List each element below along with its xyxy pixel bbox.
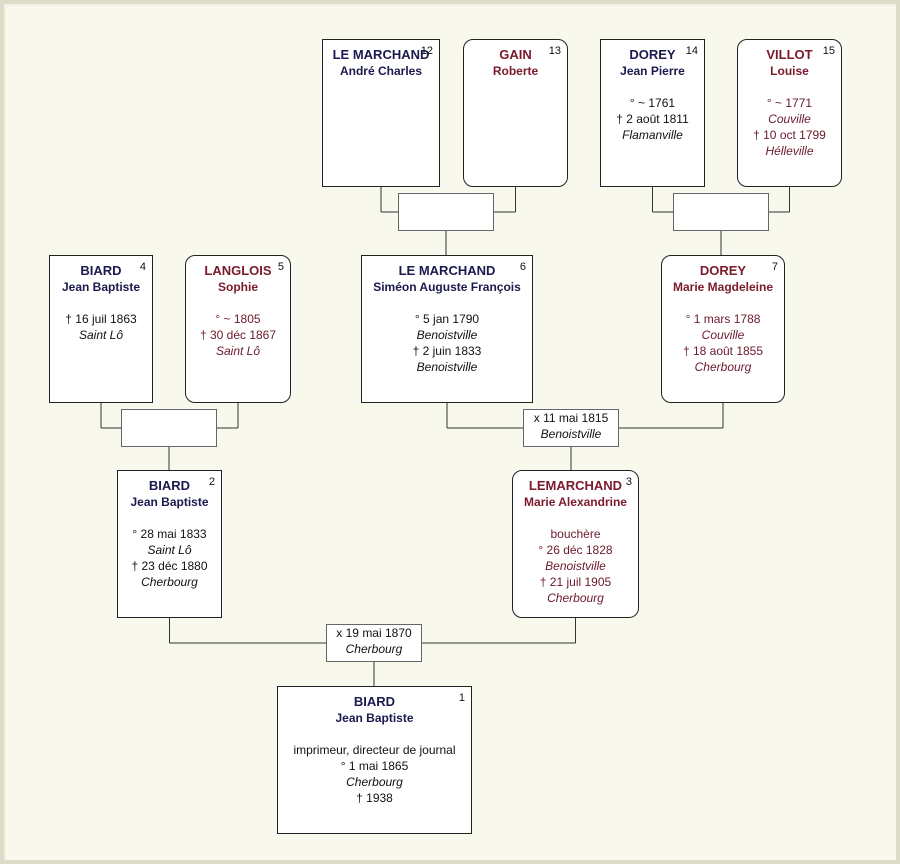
given-name: Jean Baptiste [335,711,414,725]
surname: LE MARCHAND [332,47,430,62]
sosa-number: 13 [548,45,561,57]
death-place: Saint Lô [78,328,124,342]
surname: DOREY [699,263,747,278]
given-name: Marie Alexandrine [524,495,627,509]
death: † 16 juil 1863 [65,312,137,326]
spacer [738,79,841,95]
birth: ° ~ 1771 [766,96,813,110]
death: † 10 oct 1799 [753,128,826,142]
spacer [118,510,221,526]
birth-place: Couville [768,112,811,126]
death-place: Benoistville [416,360,478,374]
union-box-u6 [398,193,494,231]
given-name: Siméon Auguste François [373,280,521,294]
surname: DOREY [629,47,676,62]
spacer [50,295,152,311]
death: † 18 août 1855 [682,344,764,358]
sosa-number: 4 [139,261,146,273]
union-date: x 11 mai 1815 [533,411,609,425]
given-name: Jean Baptiste [61,280,141,294]
given-name: Jean Baptiste [130,495,209,509]
birth: ° 5 jan 1790 [414,312,480,326]
birth: ° 1 mai 1865 [340,759,409,773]
given-name: Sophie [217,280,258,294]
occupation: imprimeur, directeur de journal [293,743,456,757]
given-name: Marie Magdeleine [672,280,774,294]
death-place: Flamanville [622,128,683,142]
surname: GAIN [499,47,532,62]
death: † 1938 [356,791,393,805]
death-place: Saint Lô [215,344,261,358]
death: † 2 août 1811 [616,112,689,126]
person-box-1[interactable]: 1 BIARD Jean Baptiste imprimeur, directeur … [277,686,472,834]
surname: VILLOT [766,47,813,62]
death-place: Cherbourg [694,360,752,374]
spacer [278,726,471,742]
death: † 23 déc 1880 [131,559,208,573]
given-name: Roberte [492,64,539,78]
surname: LEMARCHAND [528,478,623,493]
person-box-13[interactable]: 13 GAIN Roberte [463,39,568,187]
sosa-number: 2 [208,476,215,488]
sosa-number: 5 [277,261,284,273]
birth-place: Benoistville [416,328,478,342]
death: † 30 déc 1867 [199,328,277,342]
birth: ° ~ 1805 [215,312,261,326]
death: † 2 juin 1833 [412,344,482,358]
union-place: Benoistville [540,427,602,441]
death-place: Hélleville [765,144,814,158]
union-place: Cherbourg [345,642,403,656]
death-place: Cherbourg [547,591,604,605]
birth-place: Cherbourg [346,775,403,789]
birth-place: Saint Lô [147,543,192,557]
sosa-number: 15 [822,45,835,57]
sosa-number: 14 [685,45,698,57]
given-name: Louise [770,64,809,78]
sosa-number: 3 [625,476,632,488]
spacer [601,79,704,95]
birth: ° 26 déc 1828 [538,543,613,557]
death-place: Cherbourg [141,575,198,589]
surname: LE MARCHAND [398,263,496,278]
spacer [662,295,784,311]
union-date: x 19 mai 1870 [336,626,412,640]
union-box-u2 [121,409,217,447]
occupation: bouchère [550,527,601,541]
surname: LANGLOIS [204,263,272,278]
sosa-number: 12 [420,45,433,57]
birth-place: Couville [701,328,745,342]
given-name: André Charles [339,64,423,78]
surname: BIARD [148,478,191,493]
death: † 21 juil 1905 [539,575,612,589]
birth-place: Benoistville [545,559,606,573]
spacer [513,510,638,526]
sosa-number: 1 [458,692,465,704]
birth: ° 1 mars 1788 [685,312,761,326]
spacer [186,295,290,311]
surname: BIARD [80,263,122,278]
sosa-number: 7 [771,261,778,273]
birth: ° ~ 1761 [629,96,676,110]
spacer [362,295,532,311]
given-name: Jean Pierre [620,64,685,78]
surname: BIARD [353,694,396,709]
union-box-u7 [673,193,769,231]
birth: ° 28 mai 1833 [132,527,207,541]
sosa-number: 6 [519,261,526,273]
person-box-6[interactable]: 6 LE MARCHAND Siméon Auguste François ° 5 j… [361,255,533,403]
